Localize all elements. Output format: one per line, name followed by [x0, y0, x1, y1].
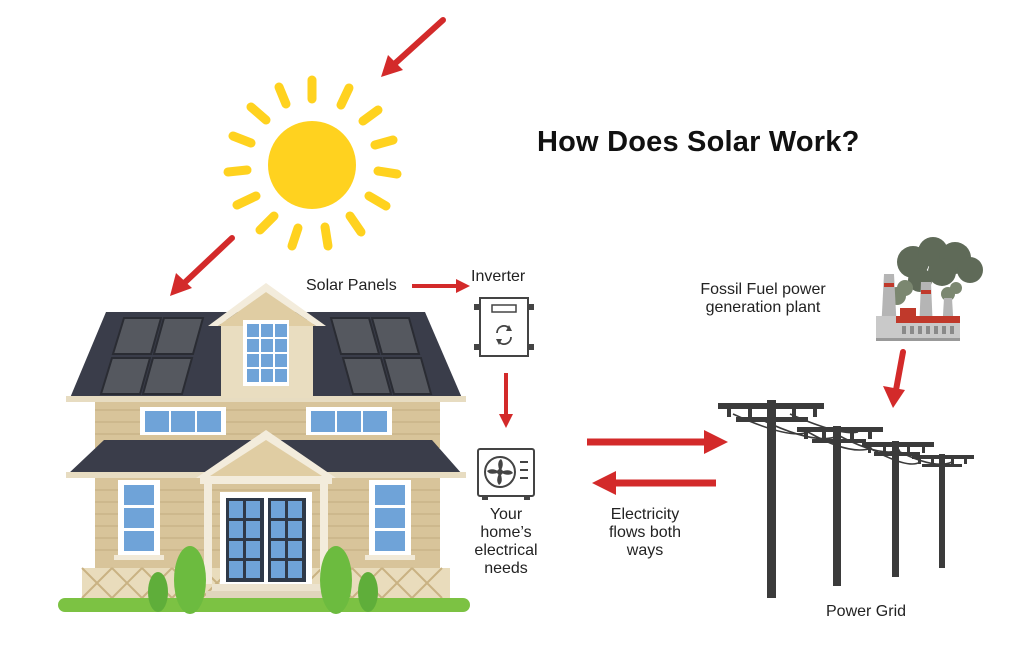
from-grid-arrow — [592, 471, 716, 495]
fossil-plant-label: Fossil Fuel power generation plant — [668, 281, 858, 317]
plant-to-grid-arrow — [883, 349, 906, 408]
solar-panels-label: Solar Panels — [306, 277, 397, 294]
house-icon — [58, 283, 470, 614]
upper-window-left — [140, 407, 226, 435]
fossil-plant-label-line1: Fossil Fuel power — [700, 281, 826, 298]
home-needs-label-line3: electrical — [474, 542, 538, 559]
to-grid-arrow — [587, 430, 728, 454]
electricity-flow-label-line3: ways — [626, 542, 664, 559]
home-needs-label-line4: needs — [484, 560, 528, 577]
power-pole-icon — [718, 400, 974, 598]
sunlight-arrow-top — [381, 17, 446, 77]
power-grid-label: Power Grid — [826, 603, 907, 620]
electricity-flow-label-line1: Electricity — [610, 506, 680, 523]
home-needs-label: Your home’s electrical needs — [456, 506, 556, 578]
inverter-label: Inverter — [471, 268, 526, 285]
lower-window-left — [114, 480, 164, 560]
lower-window-right — [365, 480, 415, 560]
solar-panel-icon — [99, 317, 205, 395]
home-needs-label-line2: home’s — [480, 524, 532, 541]
upper-window-right — [306, 407, 392, 435]
sunlight-arrow-house — [170, 235, 235, 296]
electricity-flow-label: Electricity flows both ways — [592, 506, 698, 560]
ac-unit-icon — [477, 448, 535, 500]
bushes — [148, 546, 378, 614]
inverter-to-home-arrow — [499, 373, 513, 428]
sun-icon — [223, 75, 402, 251]
panels-to-inverter-arrow — [412, 279, 470, 293]
inverter-icon — [474, 297, 534, 357]
electricity-flow-label-line2: flows both — [608, 524, 682, 541]
solar-panel-icon-right — [329, 317, 433, 395]
dormer — [208, 283, 326, 398]
home-needs-label-line1: Your — [489, 506, 523, 523]
front-door — [220, 492, 312, 584]
fossil-plant-label-line2: generation plant — [705, 299, 821, 316]
factory-icon — [876, 237, 983, 341]
diagram-title: How Does Solar Work? — [537, 126, 860, 158]
